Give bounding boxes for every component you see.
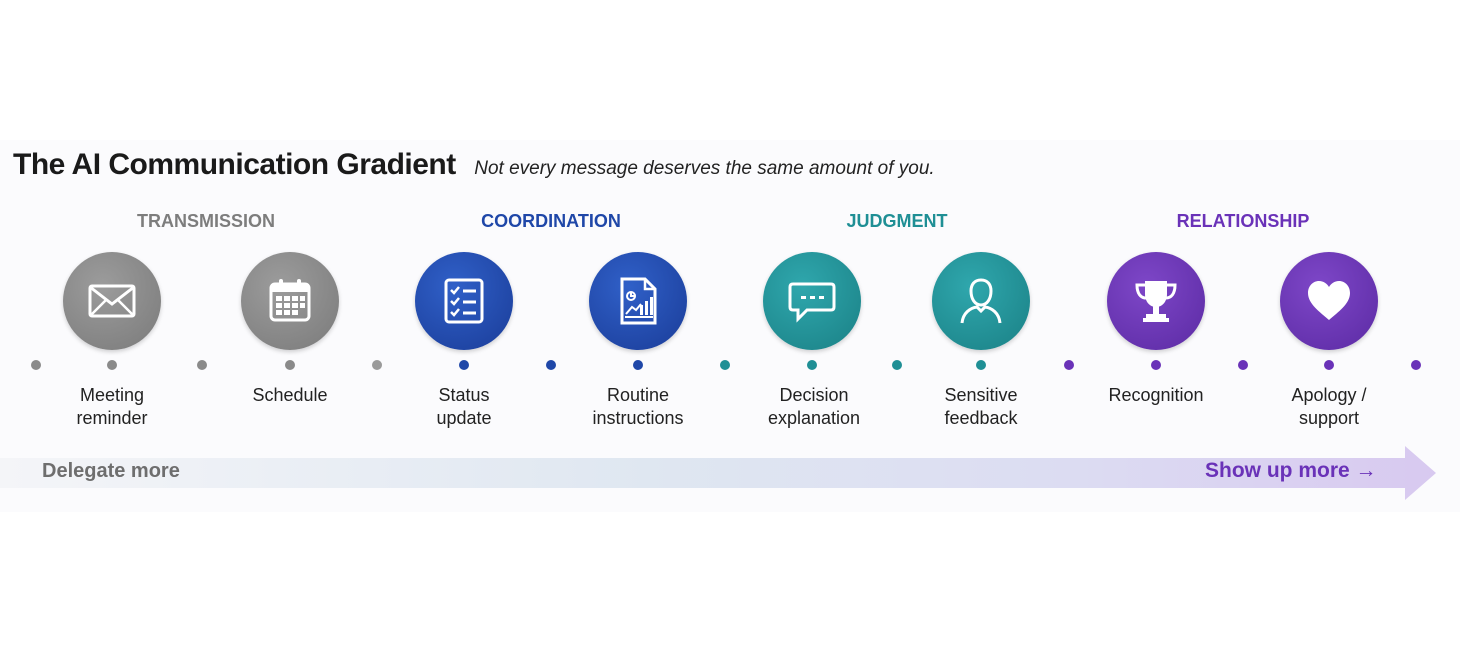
timeline-dot <box>546 360 556 370</box>
timeline-dot <box>197 360 207 370</box>
item-label-line2: reminder <box>76 408 148 428</box>
item-label-line2: feedback <box>944 408 1018 428</box>
timeline-dot <box>107 360 117 370</box>
title-row: The AI Communication Gradient Not every … <box>13 148 935 182</box>
timeline <box>31 360 1421 370</box>
item-label-meeting-reminder: Meeting reminder <box>37 384 187 430</box>
item-label-line1: Apology / <box>1291 385 1367 405</box>
item-label-line2: explanation <box>767 408 861 428</box>
item-label-routine-instructions: Routine instructions <box>563 384 713 430</box>
show-up-more-label: Show up more → <box>1205 459 1377 483</box>
timeline-dot <box>1064 360 1074 370</box>
trophy-icon <box>1107 252 1205 350</box>
timeline-dot <box>459 360 469 370</box>
item-label-schedule: Schedule <box>215 384 365 407</box>
item-label-line1: Meeting <box>79 385 145 405</box>
category-transmission: TRANSMISSION <box>136 211 275 231</box>
item-label-line2: instructions <box>592 408 684 428</box>
show-up-more-text: Show up more <box>1205 459 1350 482</box>
speech-bubble-icon <box>763 252 861 350</box>
timeline-dot <box>1238 360 1248 370</box>
item-label-line2: support <box>1298 408 1360 428</box>
timeline-dot <box>720 360 730 370</box>
person-icon <box>932 252 1030 350</box>
timeline-dot <box>892 360 902 370</box>
gradient-arrow-shape <box>0 446 1436 500</box>
delegate-more-label: Delegate more <box>42 460 180 482</box>
category-coordination: COORDINATION <box>481 211 621 231</box>
timeline-dots <box>31 360 1421 370</box>
gradient-arrow-bar <box>0 446 1436 500</box>
timeline-dot <box>1151 360 1161 370</box>
category-judgment: JUDGMENT <box>846 211 948 231</box>
item-label-line1: Recognition <box>1108 385 1204 405</box>
item-label-status-update: Status update <box>389 384 539 430</box>
timeline-dot <box>1324 360 1334 370</box>
diagram-panel <box>0 140 1460 512</box>
item-label-decision-explanation: Decision explanation <box>739 384 889 430</box>
item-label-line1: Sensitive <box>944 385 1018 405</box>
item-label-line1: Decision <box>779 385 849 405</box>
timeline-dot <box>807 360 817 370</box>
item-label-recognition: Recognition <box>1081 384 1231 407</box>
heart-icon <box>1280 252 1378 350</box>
timeline-dot <box>31 360 41 370</box>
item-label-line2: update <box>436 408 492 428</box>
timeline-dot <box>1411 360 1421 370</box>
category-relationship: RELATIONSHIP <box>1176 211 1310 231</box>
timeline-dot <box>976 360 986 370</box>
item-label-apology-support: Apology / support <box>1254 384 1404 430</box>
document-chart-icon <box>589 252 687 350</box>
item-label-line1: Status <box>438 385 490 405</box>
item-label-line1: Schedule <box>252 385 328 405</box>
envelope-icon <box>63 252 161 350</box>
timeline-dot <box>372 360 382 370</box>
diagram-subtitle: Not every message deserves the same amou… <box>474 158 935 179</box>
right-arrow-icon: → <box>1355 459 1377 482</box>
timeline-dot <box>633 360 643 370</box>
item-label-line1: Routine <box>606 385 670 405</box>
item-label-sensitive-feedback: Sensitive feedback <box>906 384 1056 430</box>
checklist-icon <box>415 252 513 350</box>
timeline-dot <box>285 360 295 370</box>
diagram-title: The AI Communication Gradient <box>13 148 456 181</box>
calendar-icon <box>241 252 339 350</box>
